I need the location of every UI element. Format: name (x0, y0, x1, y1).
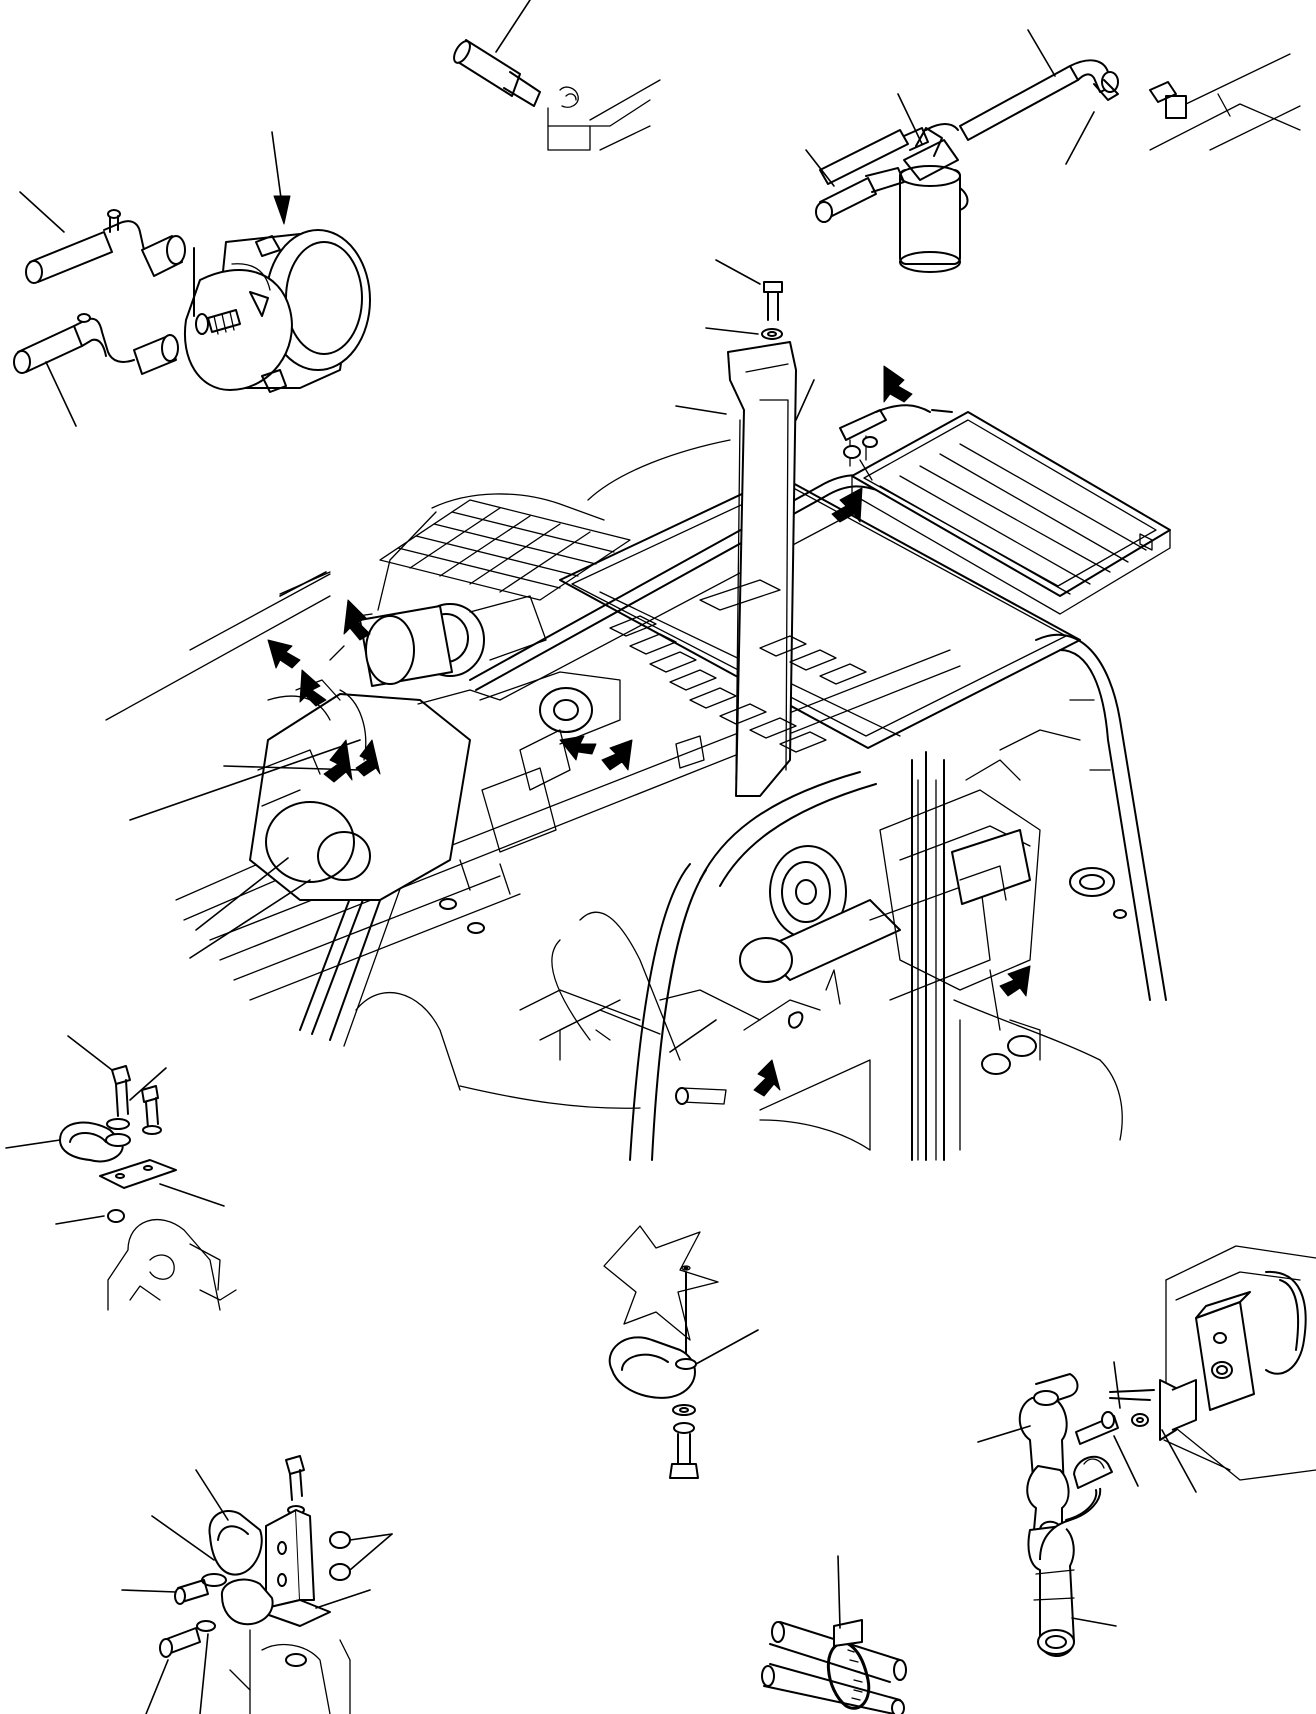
cable-tie-detail (761, 1555, 907, 1714)
arrow-icon (601, 739, 633, 771)
arrow-icon (355, 739, 381, 777)
arrow-icon (753, 1059, 781, 1097)
condenser (839, 404, 1171, 615)
receiver-drier-detail (805, 29, 1301, 273)
mast-bracket (675, 341, 815, 797)
engine-compressor (329, 595, 547, 687)
expansion-valve-detail (977, 1245, 1316, 1657)
floor-vents (609, 579, 867, 769)
hood-grid (379, 499, 631, 601)
engine-block (249, 671, 621, 934)
main-machine-view (105, 341, 1171, 1161)
hose-fitting-detail-top (453, 0, 661, 151)
arrow-icon (831, 487, 863, 523)
heater-unit (739, 759, 1127, 1075)
compressor-detail (13, 131, 371, 427)
callout-arrows (267, 365, 1031, 1097)
clamp-frame-detail-bottom-left (121, 1455, 393, 1714)
arrow-icon (299, 669, 327, 707)
arrow-icon (267, 639, 301, 669)
bolt-washer-top (705, 259, 783, 340)
arrow-icon (559, 735, 597, 761)
clamp-bracket-detail-left (5, 1035, 237, 1311)
mounting-bracket-detail-center (603, 1225, 759, 1479)
arrow-icon (323, 739, 353, 783)
arrow-icon (343, 599, 371, 641)
arrow-icon (999, 965, 1031, 997)
arrow-icon (883, 365, 913, 403)
